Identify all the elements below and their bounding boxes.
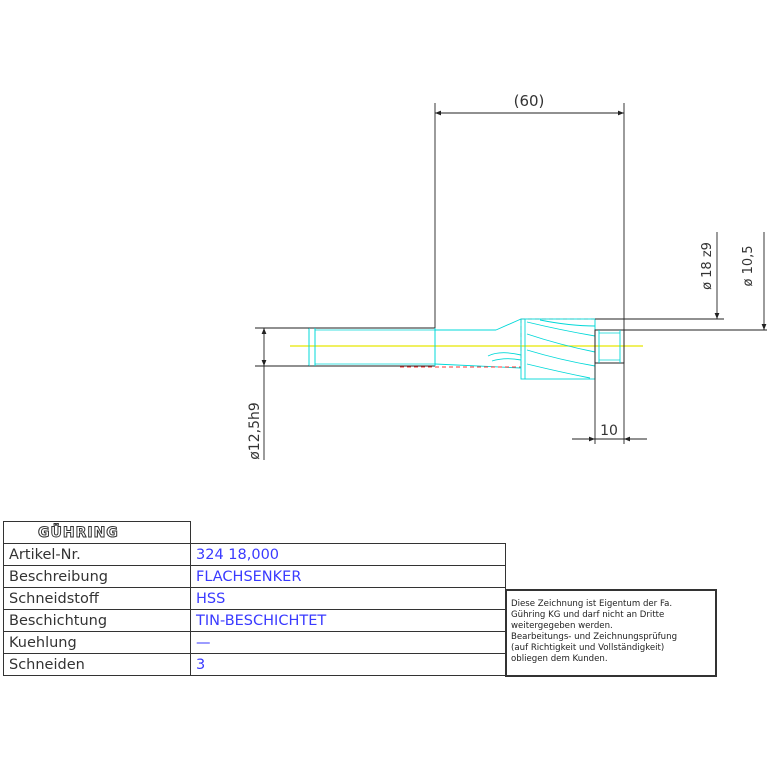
table-row: Beschreibung FLACHSENKER [3,565,506,588]
tool-neck [434,318,522,369]
table-row: Beschichtung TIN-BESCHICHTET [3,609,506,632]
row-label: Schneiden [3,653,191,676]
row-value: 324 18,000 [190,543,506,566]
row-label: Artikel-Nr. [3,543,191,566]
notice-line: weitergegeben werden. [511,621,613,631]
table-row: Schneidstoff HSS [3,587,506,610]
title-block-table: GÜHRING Artikel-Nr. 324 18,000 Beschreib… [3,521,506,676]
dim-shank-diameter-text: ø12,5h9 [247,402,263,460]
notice-line: Diese Zeichnung ist Eigentum der Fa. [511,599,673,609]
dimension-cutter-diameter [595,232,724,320]
blank-cell [190,521,506,544]
row-value: 3 [190,653,506,676]
table-row: Schneiden 3 [3,653,506,676]
dim-pilot-diameter-text: ø 10,5 [741,245,756,286]
row-label: Kuehlung [3,631,191,654]
notice-line: (auf Richtigkeit und Vollständigkeit) [511,643,665,653]
dim-cutter-diameter-text: ø 18 z9 [700,242,715,290]
row-label: Beschreibung [3,565,191,588]
notice-line: Bearbeitungs- und Zeichnungsprüfung [511,632,678,642]
row-value: HSS [190,587,506,610]
ownership-notice: Diese Zeichnung ist Eigentum der Fa. Güh… [505,589,717,677]
tool-shank [308,327,436,367]
row-value: — [190,631,506,654]
brand-logo-cell: GÜHRING [3,521,191,544]
tool-pilot [594,329,625,364]
dim-overall-length-text: (60) [514,92,545,110]
dimension-overall-length [434,103,625,330]
row-label: Beschichtung [3,609,191,632]
notice-line: Gühring KG und darf nicht an Dritte [511,610,665,620]
cutter-head [520,318,596,380]
dimension-shank-diameter [255,327,309,460]
dim-pilot-length-text: 10 [600,423,618,439]
notice-line: obliegen dem Kunden. [511,654,608,664]
row-value: FLACHSENKER [190,565,506,588]
dimension-pilot-diameter [624,232,767,331]
table-row: Artikel-Nr. 324 18,000 [3,543,506,566]
dimension-pilot-length [572,363,647,444]
row-label: Schneidstoff [3,587,191,610]
brand-row: GÜHRING [3,521,506,544]
brand-logo: GÜHRING [38,524,119,541]
table-row: Kuehlung — [3,631,506,654]
row-value: TIN-BESCHICHTET [190,609,506,632]
